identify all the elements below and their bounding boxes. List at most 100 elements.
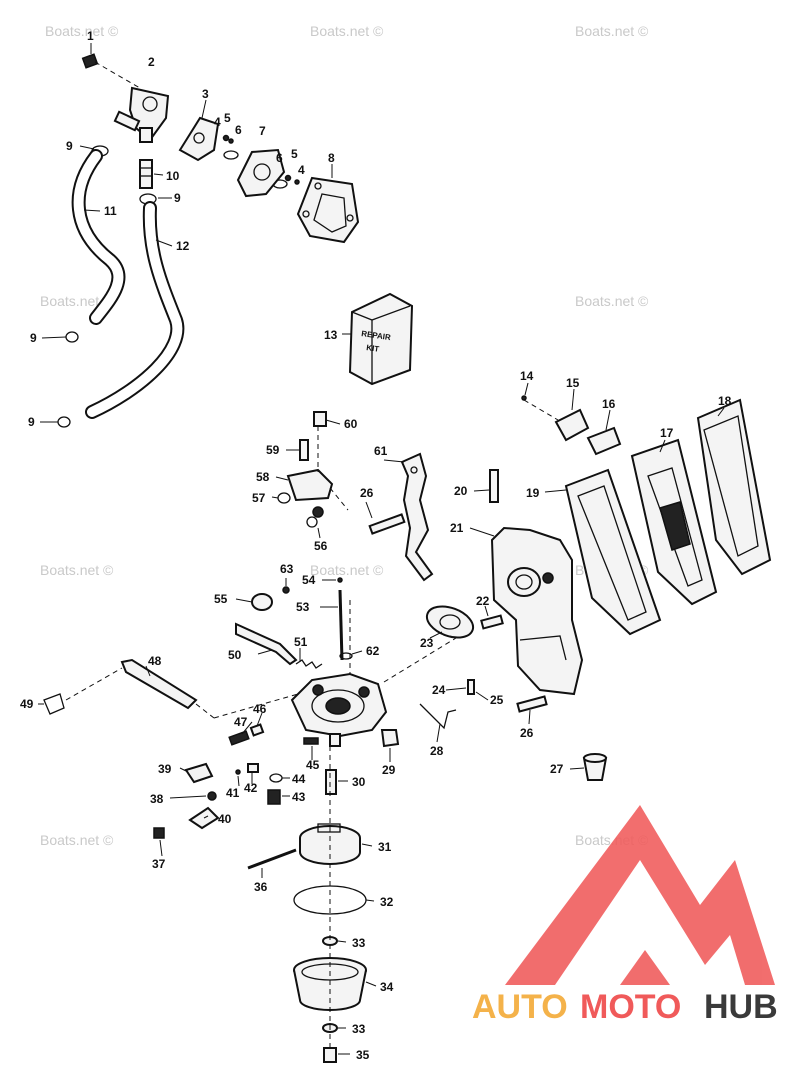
part-20-pin [489,469,499,503]
callout-26-b: 26 [520,726,534,740]
part-29-nut [380,729,400,748]
watermark: Boats.net © [40,293,114,309]
kit-label-line2: KIT [366,343,380,354]
watermark: Boats.net © [310,23,384,39]
callout-59: 59 [266,443,280,457]
callout-43: 43 [292,790,306,804]
callout-4: 4 [214,115,221,129]
callout-9-d: 9 [28,415,35,429]
watermark: Boats.net © [575,293,649,309]
callout-47: 47 [234,715,248,729]
callout-39: 39 [158,762,172,776]
callout-37: 37 [152,857,166,871]
part-21-intake-manifold [490,526,584,696]
callout-48: 48 [148,654,162,668]
callout-20: 20 [454,484,468,498]
callout-5: 5 [224,111,231,125]
part-38-nut [207,791,217,801]
part-16-reed [586,426,622,456]
part-22-fitting [480,614,504,630]
callout-55: 55 [214,592,228,606]
logo-text-moto: MOTO [580,988,681,1026]
part-61-bracket [400,452,434,582]
part-47-needle [228,730,250,746]
callout-56: 56 [314,539,328,553]
part-11-fuel-hose [71,149,126,325]
part-36-pin [247,848,297,870]
part-39-lever [184,762,214,784]
part-54-ball [337,577,343,583]
part-37-screw [153,827,165,839]
callout-34: 34 [380,980,394,994]
part-48-throttle-shaft [120,658,198,710]
part-10-fitting [139,159,153,189]
part-57-clip [277,492,291,504]
leader-lines [38,43,725,1055]
callout-10: 10 [166,169,180,183]
callout-36: 36 [254,880,268,894]
part-35-drain-plug [323,1047,337,1063]
callout-2: 2 [148,55,155,69]
watermark: Boats.net © [40,832,114,848]
callout-18: 18 [718,394,732,408]
part-56-nut [312,506,324,518]
part-63-screw [282,586,290,594]
callout-24: 24 [432,683,446,697]
callout-42: 42 [244,781,258,795]
callout-26: 26 [360,486,374,500]
part-44-seal [269,773,283,783]
callout-62: 62 [366,644,380,658]
callout-4-b: 4 [298,163,305,177]
part-4-5-6-check-valves [222,134,300,189]
callout-14: 14 [520,369,534,383]
part-42-spring [247,763,259,773]
callout-numbers: 1 2 3 4 5 6 7 6 5 4 8 9 10 9 11 12 9 9 1… [20,29,732,1062]
callout-9-b: 9 [174,191,181,205]
part-8-pump-gasket [296,176,360,244]
callout-35: 35 [356,1048,370,1062]
callout-16: 16 [602,397,616,411]
callout-58: 58 [256,470,270,484]
part-17-reed-plate [630,438,718,606]
callout-31: 31 [378,840,392,854]
callout-11: 11 [104,204,117,218]
callout-63: 63 [280,562,294,576]
callout-57: 57 [252,491,266,505]
part-12-fuel-hose [85,201,185,419]
callout-6: 6 [235,123,242,137]
callout-23: 23 [420,636,434,650]
callout-19: 19 [526,486,540,500]
part-14-screw [521,395,527,401]
callout-49: 49 [20,697,34,711]
part-41-ball [235,769,241,775]
part-28-link [419,703,457,730]
callout-44: 44 [292,772,306,786]
watermark: Boats.net © [575,23,649,39]
callout-33: 33 [352,936,366,950]
watermark: Boats.net © [40,562,114,578]
callout-46: 46 [253,702,267,716]
part-31-float [299,823,361,865]
callout-27: 27 [550,762,564,776]
callout-28: 28 [430,744,444,758]
automotohub-logo: AUTO MOTO HUB [472,805,778,1026]
part-43-plug [267,789,281,805]
reed-adapter-group [368,395,772,781]
part-53-rod [338,589,344,661]
callout-38: 38 [150,792,164,806]
callout-8: 8 [328,151,335,165]
callout-1: 1 [87,29,94,43]
callout-50: 50 [228,648,242,662]
part-62-seal [339,652,353,660]
callout-29: 29 [382,763,396,777]
part-49-clip [43,693,65,715]
part-19-gasket [564,468,662,636]
part-55-cam [251,593,273,611]
part-51-spring [295,659,323,669]
part-26-screw [368,513,406,535]
part-46-spring [249,723,265,737]
part-15-reed-stop [554,408,590,442]
callout-30: 30 [352,775,366,789]
logo-text-hub: HUB [704,988,778,1026]
